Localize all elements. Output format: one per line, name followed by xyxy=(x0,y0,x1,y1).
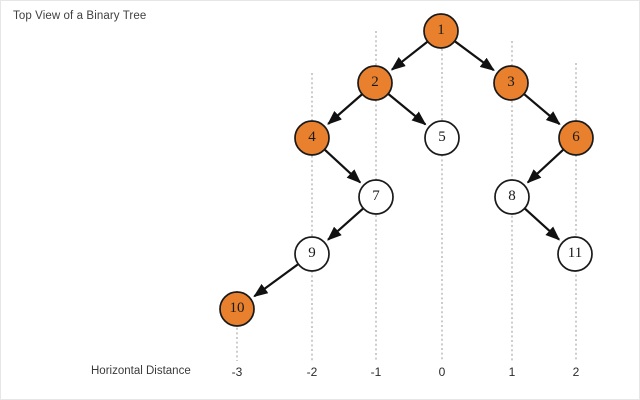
tree-node-9[interactable] xyxy=(294,236,330,272)
tree-node-7[interactable] xyxy=(358,179,394,215)
tree-edge-9-10 xyxy=(253,263,299,298)
horizontal-distance-axis-label: Horizontal Distance xyxy=(91,365,191,377)
tree-node-6[interactable] xyxy=(558,120,594,156)
tree-edge-7-9 xyxy=(327,207,364,241)
hd-tick-label-1: 1 xyxy=(508,365,516,379)
tree-nodes-group xyxy=(219,13,594,327)
hd-tick-label-neg1: -1 xyxy=(370,365,382,379)
tree-edge-1-3 xyxy=(454,40,495,72)
tree-edge-1-2 xyxy=(390,40,428,71)
tree-node-1[interactable] xyxy=(423,13,459,49)
tree-edge-2-4 xyxy=(327,93,363,125)
hd-tick-label-2: 2 xyxy=(572,365,580,379)
tree-edges-group xyxy=(253,40,564,298)
tree-node-10[interactable] xyxy=(219,291,255,327)
tree-node-8[interactable] xyxy=(494,179,530,215)
hd-tick-label-neg2: -2 xyxy=(306,365,318,379)
tree-node-5[interactable] xyxy=(424,120,460,156)
tree-node-3[interactable] xyxy=(493,65,529,101)
tree-edge-2-5 xyxy=(387,93,427,126)
tree-edge-6-8 xyxy=(526,149,564,184)
tree-edge-3-6 xyxy=(523,93,561,125)
tree-node-2[interactable] xyxy=(357,65,393,101)
tree-edge-8-11 xyxy=(524,207,561,241)
hd-tick-label-neg3: -3 xyxy=(231,365,243,379)
tree-edge-4-7 xyxy=(324,149,362,184)
hd-tick-label-0: 0 xyxy=(438,365,446,379)
tree-node-4[interactable] xyxy=(294,120,330,156)
tree-node-11[interactable] xyxy=(557,236,593,272)
page-title: Top View of a Binary Tree xyxy=(13,10,147,22)
